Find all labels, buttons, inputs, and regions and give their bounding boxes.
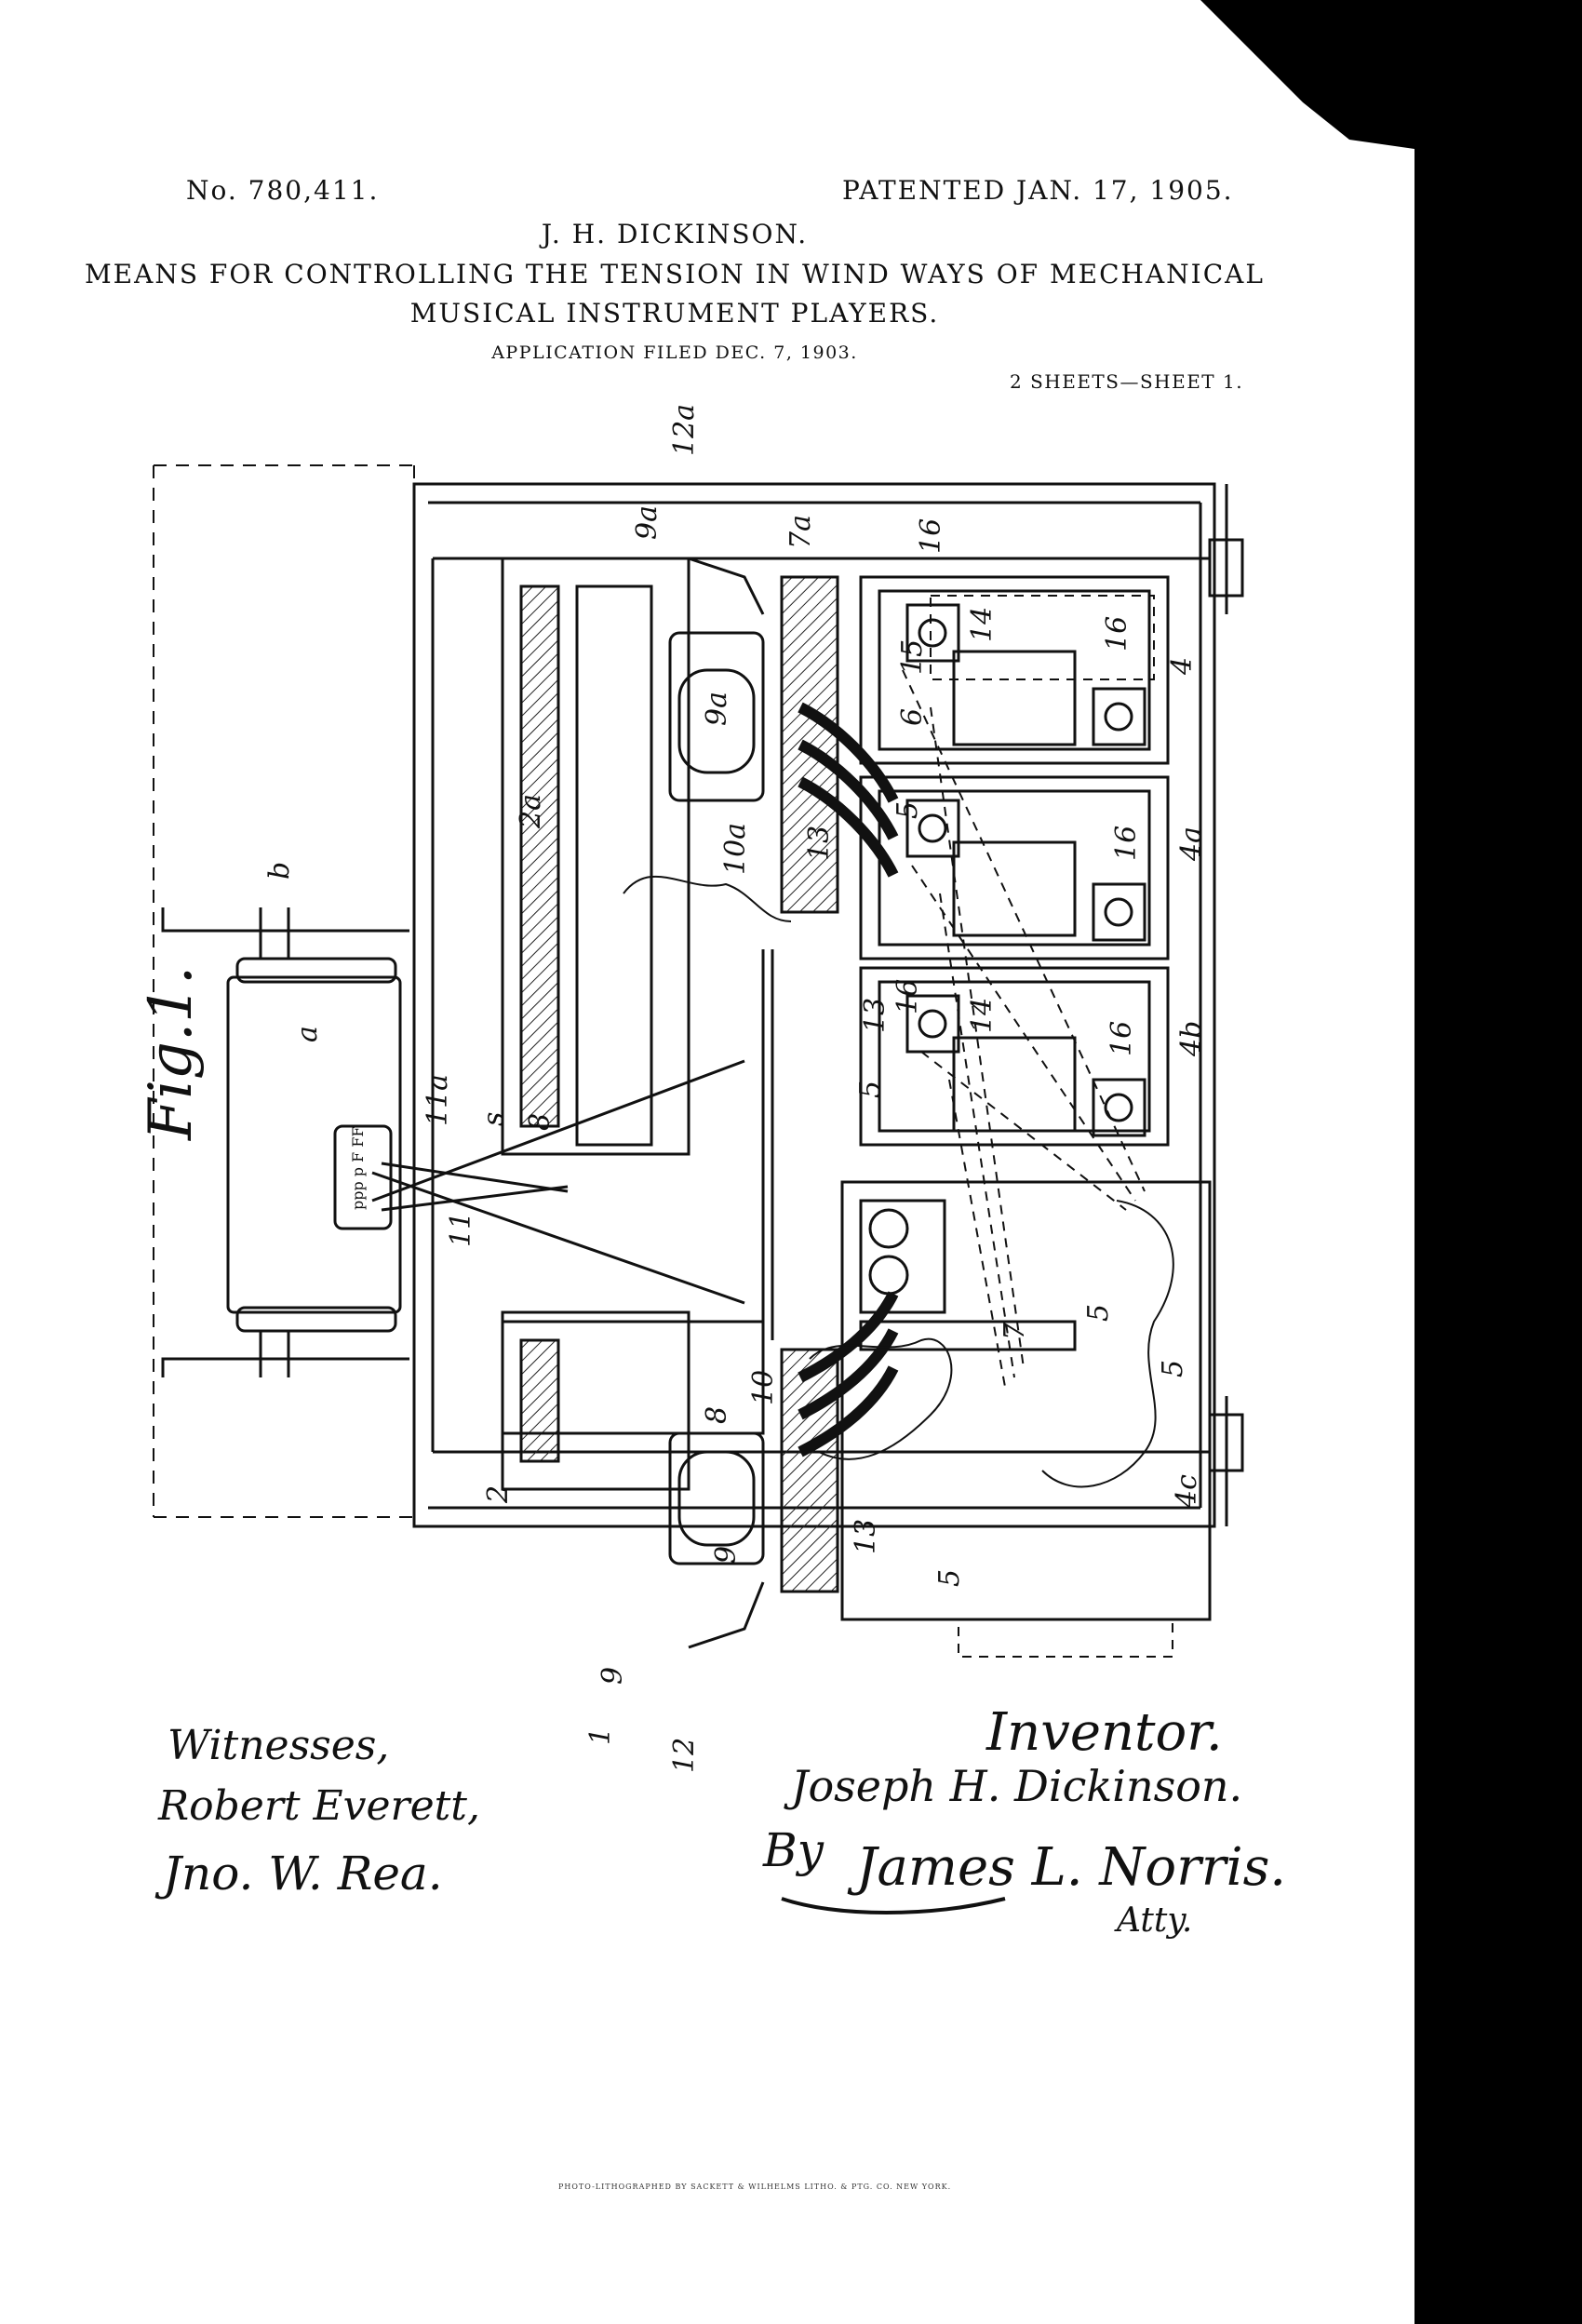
by-label: By bbox=[762, 1823, 825, 1877]
svg-text:6: 6 bbox=[896, 708, 929, 726]
svg-text:11a: 11a bbox=[422, 1074, 454, 1126]
svg-text:10: 10 bbox=[747, 1370, 780, 1405]
svg-text:a: a bbox=[291, 1026, 324, 1042]
svg-text:7: 7 bbox=[999, 1322, 1031, 1340]
patent-title-line-1: MEANS FOR CONTROLLING THE TENSION IN WIN… bbox=[85, 259, 1265, 289]
svg-text:13: 13 bbox=[859, 998, 892, 1033]
svg-text:5: 5 bbox=[854, 1081, 887, 1098]
witness-1-signature: Robert Everett, bbox=[157, 1782, 480, 1830]
svg-text:10a: 10a bbox=[719, 823, 752, 875]
svg-text:7a: 7a bbox=[784, 515, 817, 549]
svg-text:b: b bbox=[263, 862, 296, 880]
inventor-label: Inventor. bbox=[985, 1702, 1223, 1763]
witness-2-signature: Jno. W. Rea. bbox=[154, 1847, 443, 1901]
svg-text:4: 4 bbox=[1166, 657, 1199, 676]
svg-text:16: 16 bbox=[892, 979, 924, 1014]
svg-text:16: 16 bbox=[1106, 1021, 1138, 1056]
svg-text:9a: 9a bbox=[701, 692, 733, 726]
svg-text:5: 5 bbox=[933, 1569, 966, 1587]
svg-text:4a: 4a bbox=[1175, 826, 1208, 862]
svg-text:4b: 4b bbox=[1175, 1021, 1208, 1057]
svg-text:2: 2 bbox=[482, 1485, 515, 1504]
svg-text:11: 11 bbox=[445, 1212, 477, 1247]
lithographer-imprint: PHOTO-LITHOGRAPHED BY SACKETT & WILHELMS… bbox=[558, 2183, 952, 2191]
application-filed: APPLICATION FILED DEC. 7, 1903. bbox=[491, 343, 858, 363]
svg-text:12a: 12a bbox=[668, 404, 701, 456]
svg-text:s: s bbox=[477, 1112, 510, 1126]
music-roll bbox=[226, 975, 402, 1314]
svg-text:16: 16 bbox=[1110, 826, 1143, 861]
witnesses-label: Witnesses, bbox=[168, 1722, 389, 1769]
svg-text:16: 16 bbox=[1101, 616, 1133, 652]
svg-text:9a: 9a bbox=[631, 505, 664, 540]
svg-text:4c: 4c bbox=[1171, 1474, 1203, 1509]
svg-text:5: 5 bbox=[1082, 1304, 1115, 1322]
svg-text:8: 8 bbox=[701, 1406, 733, 1424]
inventor-name-header: J. H. DICKINSON. bbox=[541, 219, 809, 249]
svg-text:14: 14 bbox=[966, 607, 999, 642]
svg-text:8: 8 bbox=[524, 1113, 556, 1131]
figure-label: Fig.1. bbox=[137, 966, 206, 1141]
svg-text:9: 9 bbox=[597, 1667, 629, 1685]
inventor-signature: Joseph H. Dickinson. bbox=[784, 1761, 1242, 1811]
dial-markings: ppp p F FF bbox=[349, 1126, 367, 1210]
svg-text:5: 5 bbox=[1157, 1360, 1189, 1377]
patent-number: No. 780,411. bbox=[186, 175, 380, 206]
scan-right-border bbox=[1414, 0, 1582, 2324]
svg-text:13: 13 bbox=[850, 1519, 882, 1554]
atty-label: Atty. bbox=[1114, 1901, 1192, 1940]
patent-title-line-2: MUSICAL INSTRUMENT PLAYERS. bbox=[409, 298, 940, 329]
svg-text:13: 13 bbox=[803, 826, 836, 861]
svg-text:16: 16 bbox=[915, 518, 947, 554]
svg-text:5: 5 bbox=[892, 801, 924, 819]
sheet-count: 2 SHEETS—SHEET 1. bbox=[1010, 370, 1244, 393]
svg-text:9: 9 bbox=[710, 1546, 743, 1564]
svg-text:2a: 2a bbox=[515, 794, 547, 829]
svg-text:14: 14 bbox=[966, 998, 999, 1033]
svg-text:1: 1 bbox=[584, 1727, 617, 1745]
patent-date: PATENTED JAN. 17, 1905. bbox=[842, 175, 1234, 206]
attorney-signature: James L. Norris. bbox=[847, 1837, 1286, 1898]
svg-text:15: 15 bbox=[896, 639, 929, 675]
svg-text:12: 12 bbox=[668, 1738, 701, 1773]
